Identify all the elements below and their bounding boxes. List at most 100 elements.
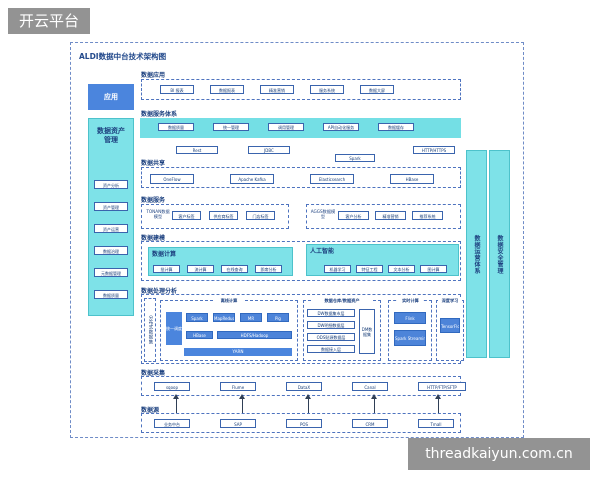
- asset-item: 数据治理: [94, 246, 128, 255]
- ai-item: 机器学习: [324, 265, 351, 273]
- service-left-label: TONAN数据模型: [146, 209, 170, 219]
- section-share-title: 数据共享: [141, 160, 166, 167]
- service-chip: Rest: [176, 146, 218, 154]
- application-item: 数据报表: [210, 85, 244, 94]
- deep-learning-item: TensorFlow: [440, 318, 460, 333]
- service-chip: HTTP/HTTPS: [413, 146, 455, 154]
- data-lake-item: ODS贴源数据层: [307, 333, 355, 341]
- section-source-title: 数据源: [141, 407, 160, 414]
- service-system-item: 调用管理: [268, 123, 304, 131]
- engine-block: 统一调度: [166, 312, 182, 345]
- security-management-label: 数据安全管理: [496, 234, 503, 274]
- offline-compute-title: 离线计算: [214, 298, 244, 304]
- service-right-item: 推荐系统: [412, 211, 443, 220]
- distributed-dataset-label: 分布式数据集: [148, 315, 153, 345]
- security-management-column: 数据安全管理: [489, 150, 510, 358]
- offline-bottom-item: HDFS/Hadoop: [217, 331, 292, 339]
- data-lake-item: DW数据集市层: [307, 309, 355, 317]
- asset-item: 元数据管理: [94, 268, 128, 277]
- dm-dataset-box: DM数据集: [359, 309, 375, 354]
- data-lake-item: DW明细数据层: [307, 321, 355, 329]
- source-item: 业务中台: [154, 419, 190, 428]
- distributed-dataset-panel: 分布式数据集: [144, 298, 156, 362]
- architecture-frame: [70, 42, 524, 438]
- application-item: 数据大屏: [360, 85, 394, 94]
- section-collection-title: 数据采集: [141, 370, 166, 377]
- source-item: POS: [286, 419, 322, 428]
- section-application-title: 数据应用: [141, 72, 166, 79]
- service-left-item: 供应商标签: [209, 211, 238, 220]
- application-row: [141, 79, 461, 100]
- data-lake-item: 数据接入层: [307, 345, 355, 353]
- flow-arrow: [173, 394, 179, 413]
- compute-item: 在线查询: [221, 265, 248, 273]
- collection-item: Canal: [352, 382, 388, 391]
- asset-item: 资产分析: [94, 180, 128, 189]
- asset-item: 数据质量: [94, 290, 128, 299]
- service-chip: Spark: [335, 154, 375, 162]
- flow-arrow: [371, 394, 377, 413]
- ai-title: 人工智能: [310, 248, 335, 255]
- asset-management-title: 数据资产 管理: [97, 127, 125, 144]
- source-item: CRM: [352, 419, 388, 428]
- application-item: 精准营销: [260, 85, 294, 94]
- operations-system-column: 数据运营体系: [466, 150, 487, 358]
- offline-bottom-item: HBase: [186, 331, 213, 339]
- service-system-item: 数据质量: [158, 123, 194, 131]
- share-item: OneFlow: [150, 174, 194, 184]
- app-label-box: 应用: [88, 84, 134, 110]
- collection-item: Flume: [220, 382, 256, 391]
- asset-item: 资产管理: [94, 202, 128, 211]
- share-item: Apache Kafka: [230, 174, 274, 184]
- ai-item: 特征工程: [356, 265, 383, 273]
- service-chip: JDBC: [248, 146, 290, 154]
- deep-learning-title: 深度学习: [438, 298, 462, 304]
- collection-item: HTTP/FTP/SFTP: [418, 382, 466, 391]
- compute-item: 批计算: [153, 265, 180, 273]
- share-item: Elasticsearch: [310, 174, 354, 184]
- service-system-item: 统一管理: [213, 123, 249, 131]
- ai-item: 图计算: [420, 265, 447, 273]
- offline-item: MapReduce: [213, 313, 235, 322]
- compute-item: 流计算: [187, 265, 214, 273]
- service-left-item: 门店标签: [246, 211, 275, 220]
- watermark-top-left: 开云平台: [8, 8, 90, 34]
- realtime-item: Flink: [394, 312, 426, 324]
- yarn-layer: YARN: [184, 348, 292, 356]
- service-system-item: API自动化服务: [323, 123, 359, 131]
- data-lake-title: 数据仓库/数据资产: [311, 298, 373, 304]
- offline-item: Spark: [186, 313, 208, 322]
- flow-arrow: [239, 394, 245, 413]
- flow-arrow: [435, 394, 441, 413]
- share-item: HBase: [390, 174, 434, 184]
- compute-title: 数据计算: [152, 251, 177, 258]
- share-row: [141, 167, 461, 188]
- service-system-item: 数据缓存: [378, 123, 414, 131]
- compute-item: 即席分析: [255, 265, 282, 273]
- offline-item: MR: [240, 313, 262, 322]
- application-item: 服务系统: [310, 85, 344, 94]
- collection-item: sqoop: [154, 382, 190, 391]
- asset-management-panel: [88, 118, 134, 316]
- source-item: Tmall: [418, 419, 454, 428]
- section-service-title: 数据服务: [141, 197, 166, 204]
- realtime-item: Spark Streaming: [394, 330, 426, 346]
- service-right-item: 精准营销: [375, 211, 406, 220]
- asset-item: 资产运营: [94, 224, 128, 233]
- realtime-title: 实时计算: [398, 298, 423, 304]
- application-item: BI 报表: [160, 85, 194, 94]
- watermark-bottom-right: threadkaiyun.com.cn: [408, 438, 590, 470]
- flow-arrow: [305, 394, 311, 413]
- service-left-item: 客户标签: [172, 211, 201, 220]
- source-item: SAP: [220, 419, 256, 428]
- service-right-label: AGGS数据模型: [310, 209, 336, 219]
- section-governance-title: 数据建模: [141, 235, 166, 242]
- section-storage-title: 数据处理分析: [141, 288, 178, 295]
- section-service-system-title: 数据服务体系: [141, 111, 178, 118]
- ai-item: 文本分析: [388, 265, 415, 273]
- service-right-item: 客户分析: [338, 211, 369, 220]
- operations-system-label: 数据运营体系: [473, 234, 480, 274]
- offline-item: Pig: [267, 313, 289, 322]
- collection-item: DataX: [286, 382, 322, 391]
- diagram-title: ALDI数据中台技术架构图: [79, 52, 167, 61]
